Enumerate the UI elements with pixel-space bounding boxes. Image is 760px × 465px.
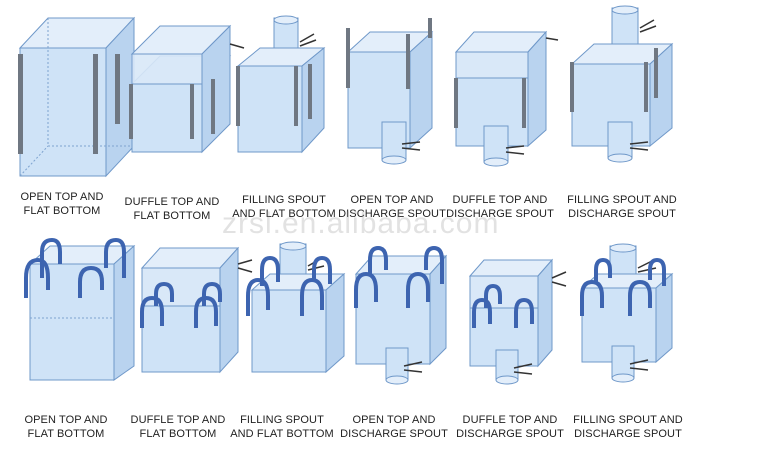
bag-filling-spout-flat-bottom-loops	[246, 240, 368, 390]
bag-duffle-top-discharge-spout	[452, 12, 572, 172]
bag-open-top-flat-bottom-loops	[20, 237, 140, 388]
watermark: zrsl.en.alibaba.com	[222, 207, 500, 240]
bag-filling-spout-discharge-spout-loops	[578, 243, 698, 396]
bag-open-top-discharge-spout	[346, 18, 466, 178]
bag-open-top-flat-bottom	[18, 14, 138, 178]
bag-open-top-discharge-spout-loops	[352, 244, 472, 394]
bag-filling-spout-discharge-spout	[568, 5, 688, 168]
bag-duffle-top-discharge-spout-loops	[466, 254, 586, 394]
bag-duffle-top-flat-bottom-loops	[138, 242, 258, 382]
bag-duffle-top-flat-bottom	[129, 24, 250, 164]
bag-filling-spout-flat-bottom	[236, 15, 356, 168]
